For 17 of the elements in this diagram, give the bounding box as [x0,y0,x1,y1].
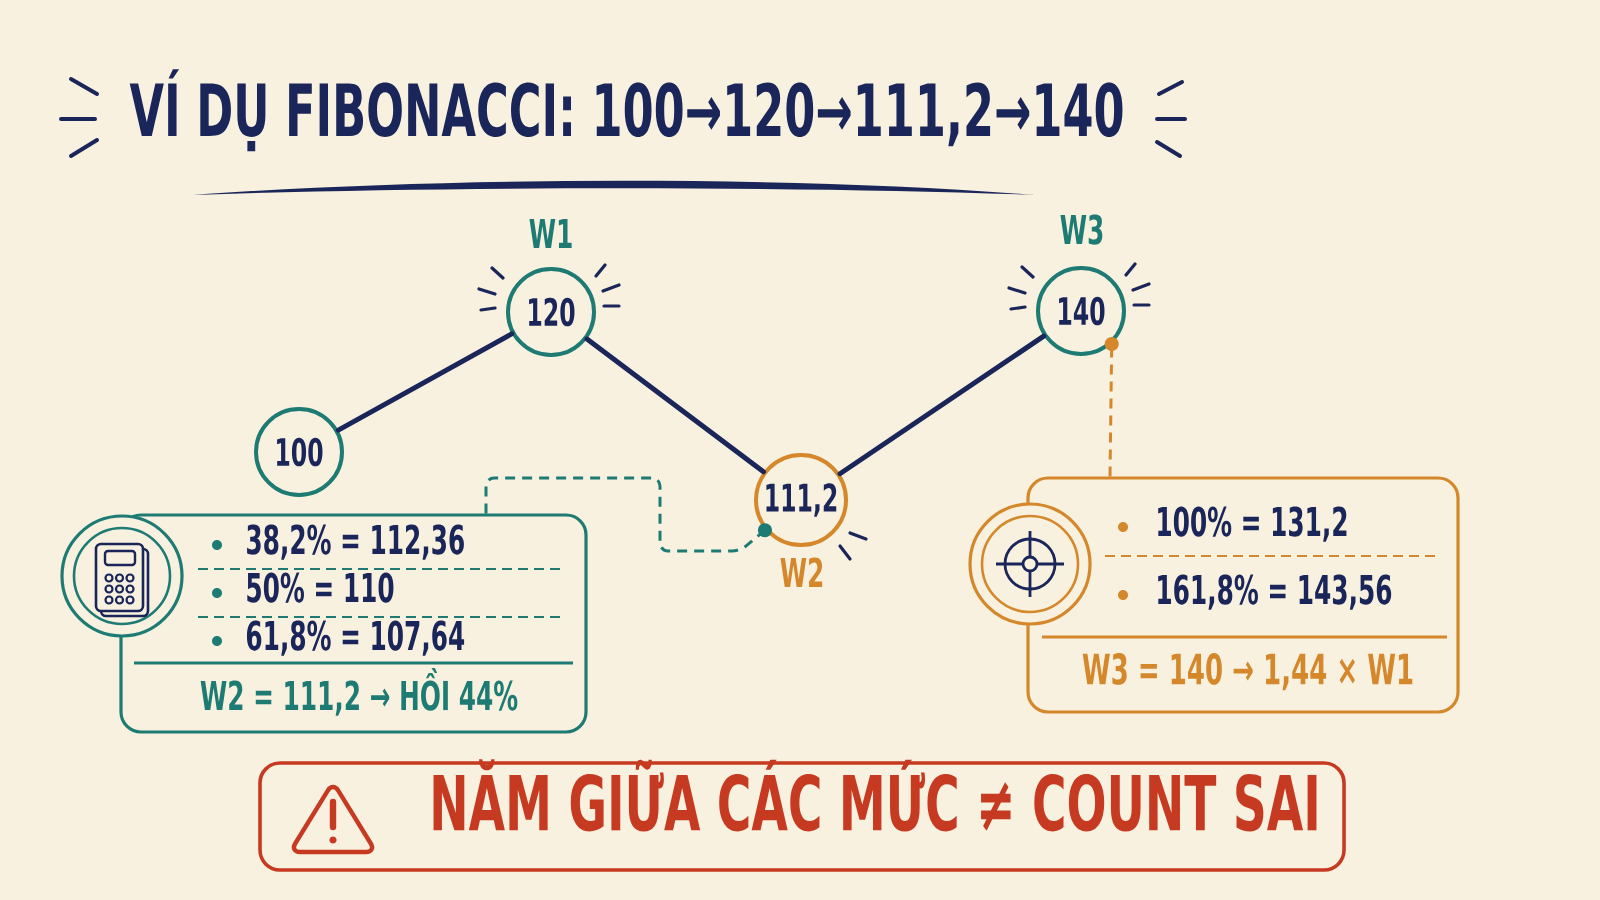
connector-line [484,476,772,553]
formula-text: 61,8% = 107,64 [246,620,465,656]
formula-text: 100% = 131,2 [1158,506,1347,542]
warning-banner: NĂM GIỮA CÁC MỨC ≠ COUNT SAI [258,759,1346,872]
connector-line [837,333,1047,477]
wave-label: W1 [529,218,572,249]
result-text: W3 = 140 → 1,44 × W1 [1082,653,1413,691]
title: VÍ DỤ FIBONACCI: 100→120→111,2→140 [129,69,1123,195]
connector-line [1104,336,1119,477]
connector-line [335,331,515,433]
formula-text: 38,2% = 112,36 [247,524,464,560]
formula-text: 161,8% = 143,56 [1158,574,1392,610]
formula-text: 50% = 110 [247,572,394,603]
result-text: W2 = 111,2 → HỒI 44% [200,667,518,716]
wave-label: W2 [780,557,823,588]
connector-line [584,336,766,475]
wave-label: W3 [1060,214,1103,245]
